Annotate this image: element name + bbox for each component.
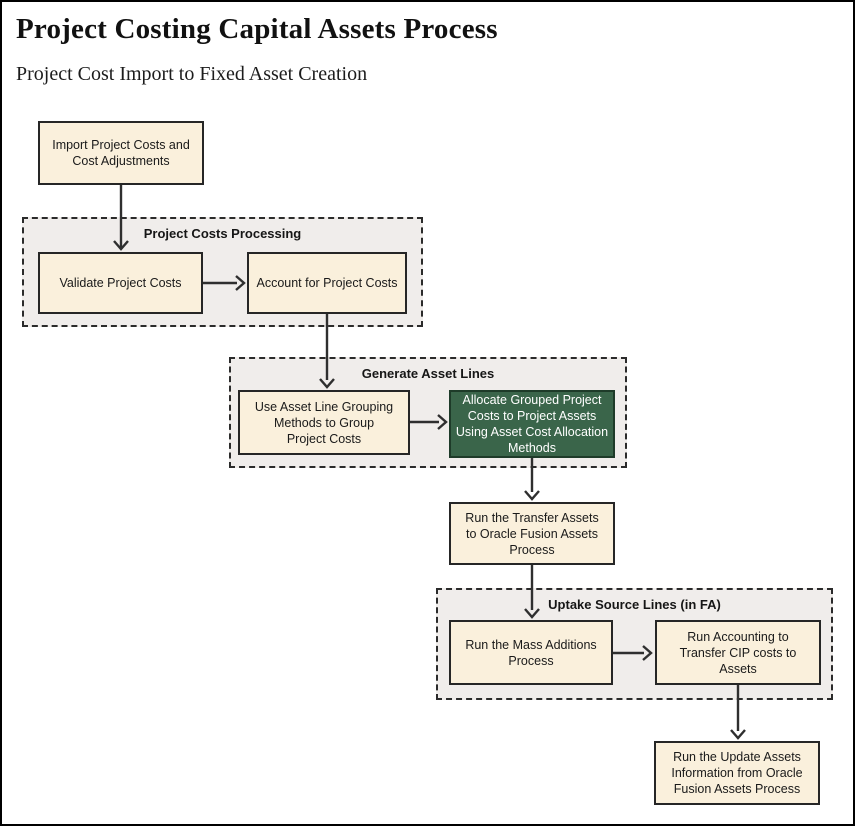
page-title: Project Costing Capital Assets Process — [16, 13, 498, 45]
node-run-accounting-cip: Run Accounting to Transfer CIP costs to … — [655, 620, 821, 685]
group-label-project-costs-processing: Project Costs Processing — [143, 226, 302, 241]
node-transfer-assets-process: Run the Transfer Assets to Oracle Fusion… — [449, 502, 615, 565]
group-label-uptake-source-lines: Uptake Source Lines (in FA) — [548, 597, 721, 612]
node-allocate-grouped-costs-highlighted: Allocate Grouped Project Costs to Projec… — [449, 390, 615, 458]
node-account-for-project-costs: Account for Project Costs — [247, 252, 407, 314]
node-validate-project-costs: Validate Project Costs — [38, 252, 203, 314]
node-asset-line-grouping: Use Asset Line Grouping Methods to Group… — [238, 390, 410, 455]
node-mass-additions-process: Run the Mass Additions Process — [449, 620, 613, 685]
page-subtitle: Project Cost Import to Fixed Asset Creat… — [16, 63, 368, 85]
group-label-generate-asset-lines: Generate Asset Lines — [361, 366, 495, 381]
node-import-project-costs: Import Project Costs and Cost Adjustment… — [38, 121, 204, 185]
node-update-assets-information: Run the Update Assets Information from O… — [654, 741, 820, 805]
